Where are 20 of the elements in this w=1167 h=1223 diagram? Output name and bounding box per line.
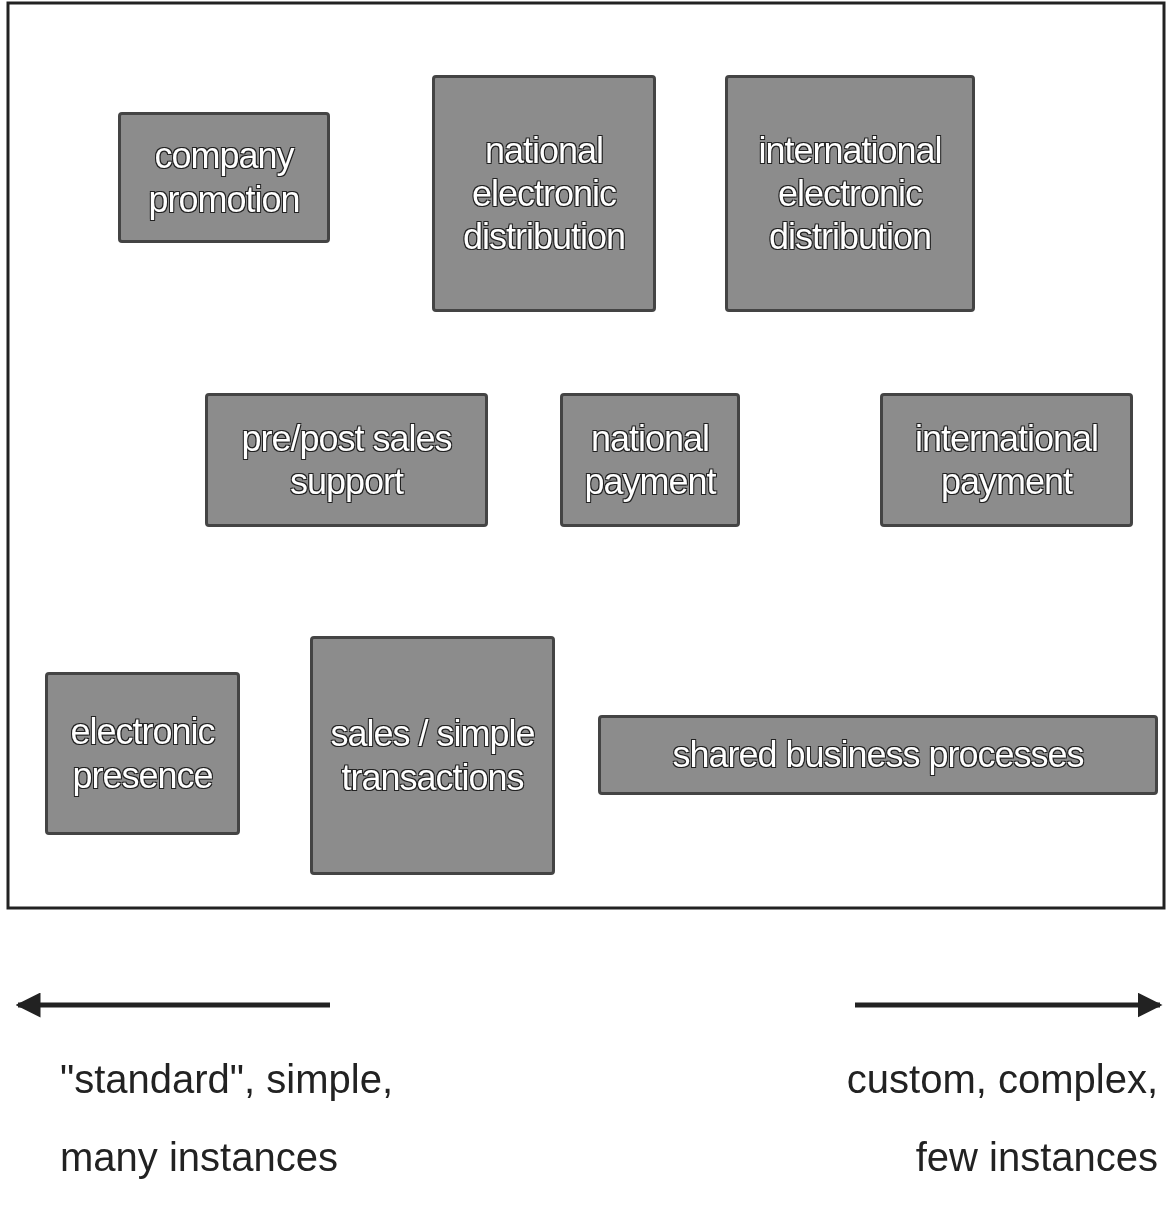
process-box: [880, 393, 1133, 527]
box-label: international electronic distribution: [757, 128, 943, 259]
process-box: [205, 393, 488, 527]
box-label: national payment: [583, 416, 718, 504]
process-box: [432, 75, 656, 312]
process-box: [725, 75, 975, 312]
process-box: [560, 393, 740, 527]
box-label: international payment: [913, 416, 1100, 504]
process-box: [310, 636, 555, 875]
box-label: electronic presence: [69, 710, 216, 797]
box-label: pre/post sales support: [240, 416, 453, 504]
process-box: [598, 715, 1158, 795]
box-label: shared business processes: [672, 733, 1084, 777]
process-box: [118, 112, 330, 243]
box-label: national electronic distribution: [461, 128, 627, 259]
box-label: company promotion: [147, 134, 301, 221]
scale-note: "standard", simple, many instances: [60, 1056, 394, 1181]
box-label: sales / simple transactions: [329, 712, 536, 799]
scale-note: custom, complex, few instances: [845, 1056, 1158, 1181]
process-box: [45, 672, 240, 835]
